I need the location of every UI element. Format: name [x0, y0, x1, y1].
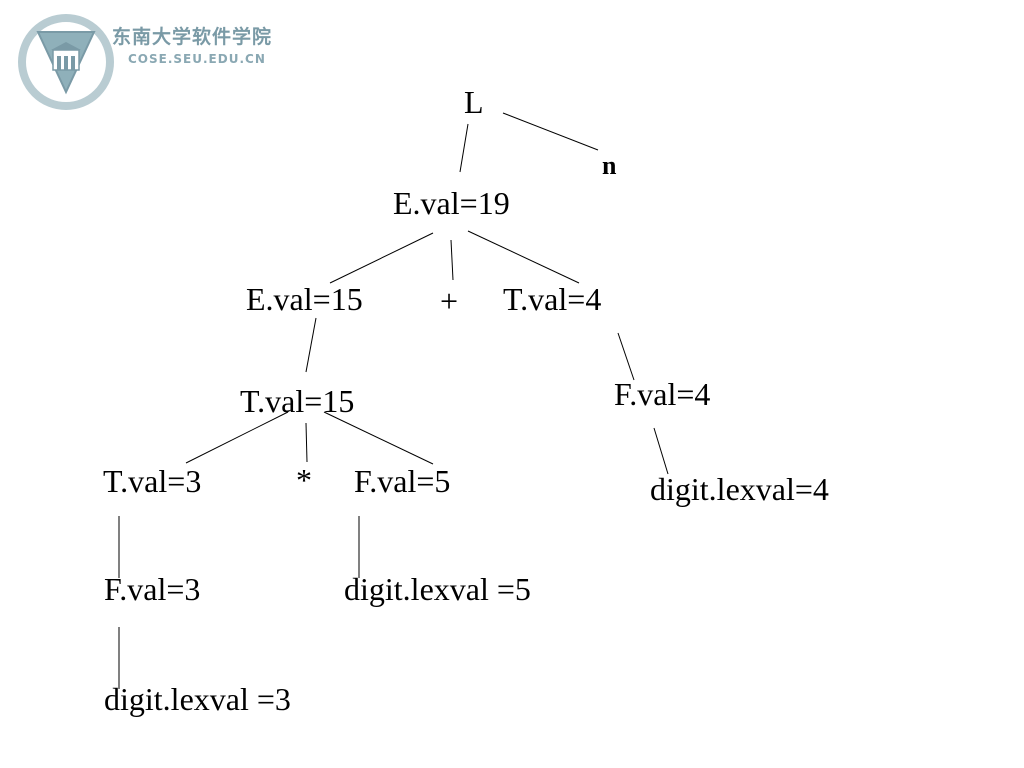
edge-L-n [502, 112, 599, 151]
node-t-val-4: T.val=4 [503, 281, 602, 317]
node-e-val-19: E.val=19 [393, 185, 510, 221]
edge-E19-plus [450, 239, 454, 281]
edge-E19-T4 [467, 230, 580, 284]
edge-T15-star [305, 422, 308, 463]
node-t-val-3: T.val=3 [103, 463, 202, 499]
node-f-val-4: F.val=4 [614, 376, 711, 412]
node-digit-lexval-5: digit.lexval =5 [344, 571, 531, 607]
node-plus: + [440, 283, 459, 319]
edge-E19-E15 [329, 232, 434, 284]
university-logo: 东南大学软件学院 COSE.SEU.EDU.CN [16, 14, 276, 124]
node-n: n [602, 151, 617, 180]
edge-T15-T3 [185, 411, 289, 464]
node-t-val-15: T.val=15 [240, 383, 355, 419]
school-url: COSE.SEU.EDU.CN [128, 52, 266, 66]
node-e-val-15: E.val=15 [246, 281, 363, 317]
university-seal-icon [18, 14, 114, 110]
node-f-val-5: F.val=5 [354, 463, 451, 499]
edge-T4-F4 [617, 332, 635, 381]
node-digit-lexval-4: digit.lexval=4 [650, 471, 829, 507]
school-name: 东南大学软件学院 [112, 26, 273, 48]
edge-F4-digit4 [653, 427, 669, 475]
node-L: L [464, 84, 484, 120]
edge-E15-T15 [305, 317, 317, 373]
node-f-val-3: F.val=3 [104, 571, 201, 607]
edge-T15-F5 [323, 411, 434, 465]
node-star: * [296, 462, 312, 498]
node-digit-lexval-3: digit.lexval =3 [104, 681, 291, 717]
edge-L-E19 [459, 123, 469, 173]
